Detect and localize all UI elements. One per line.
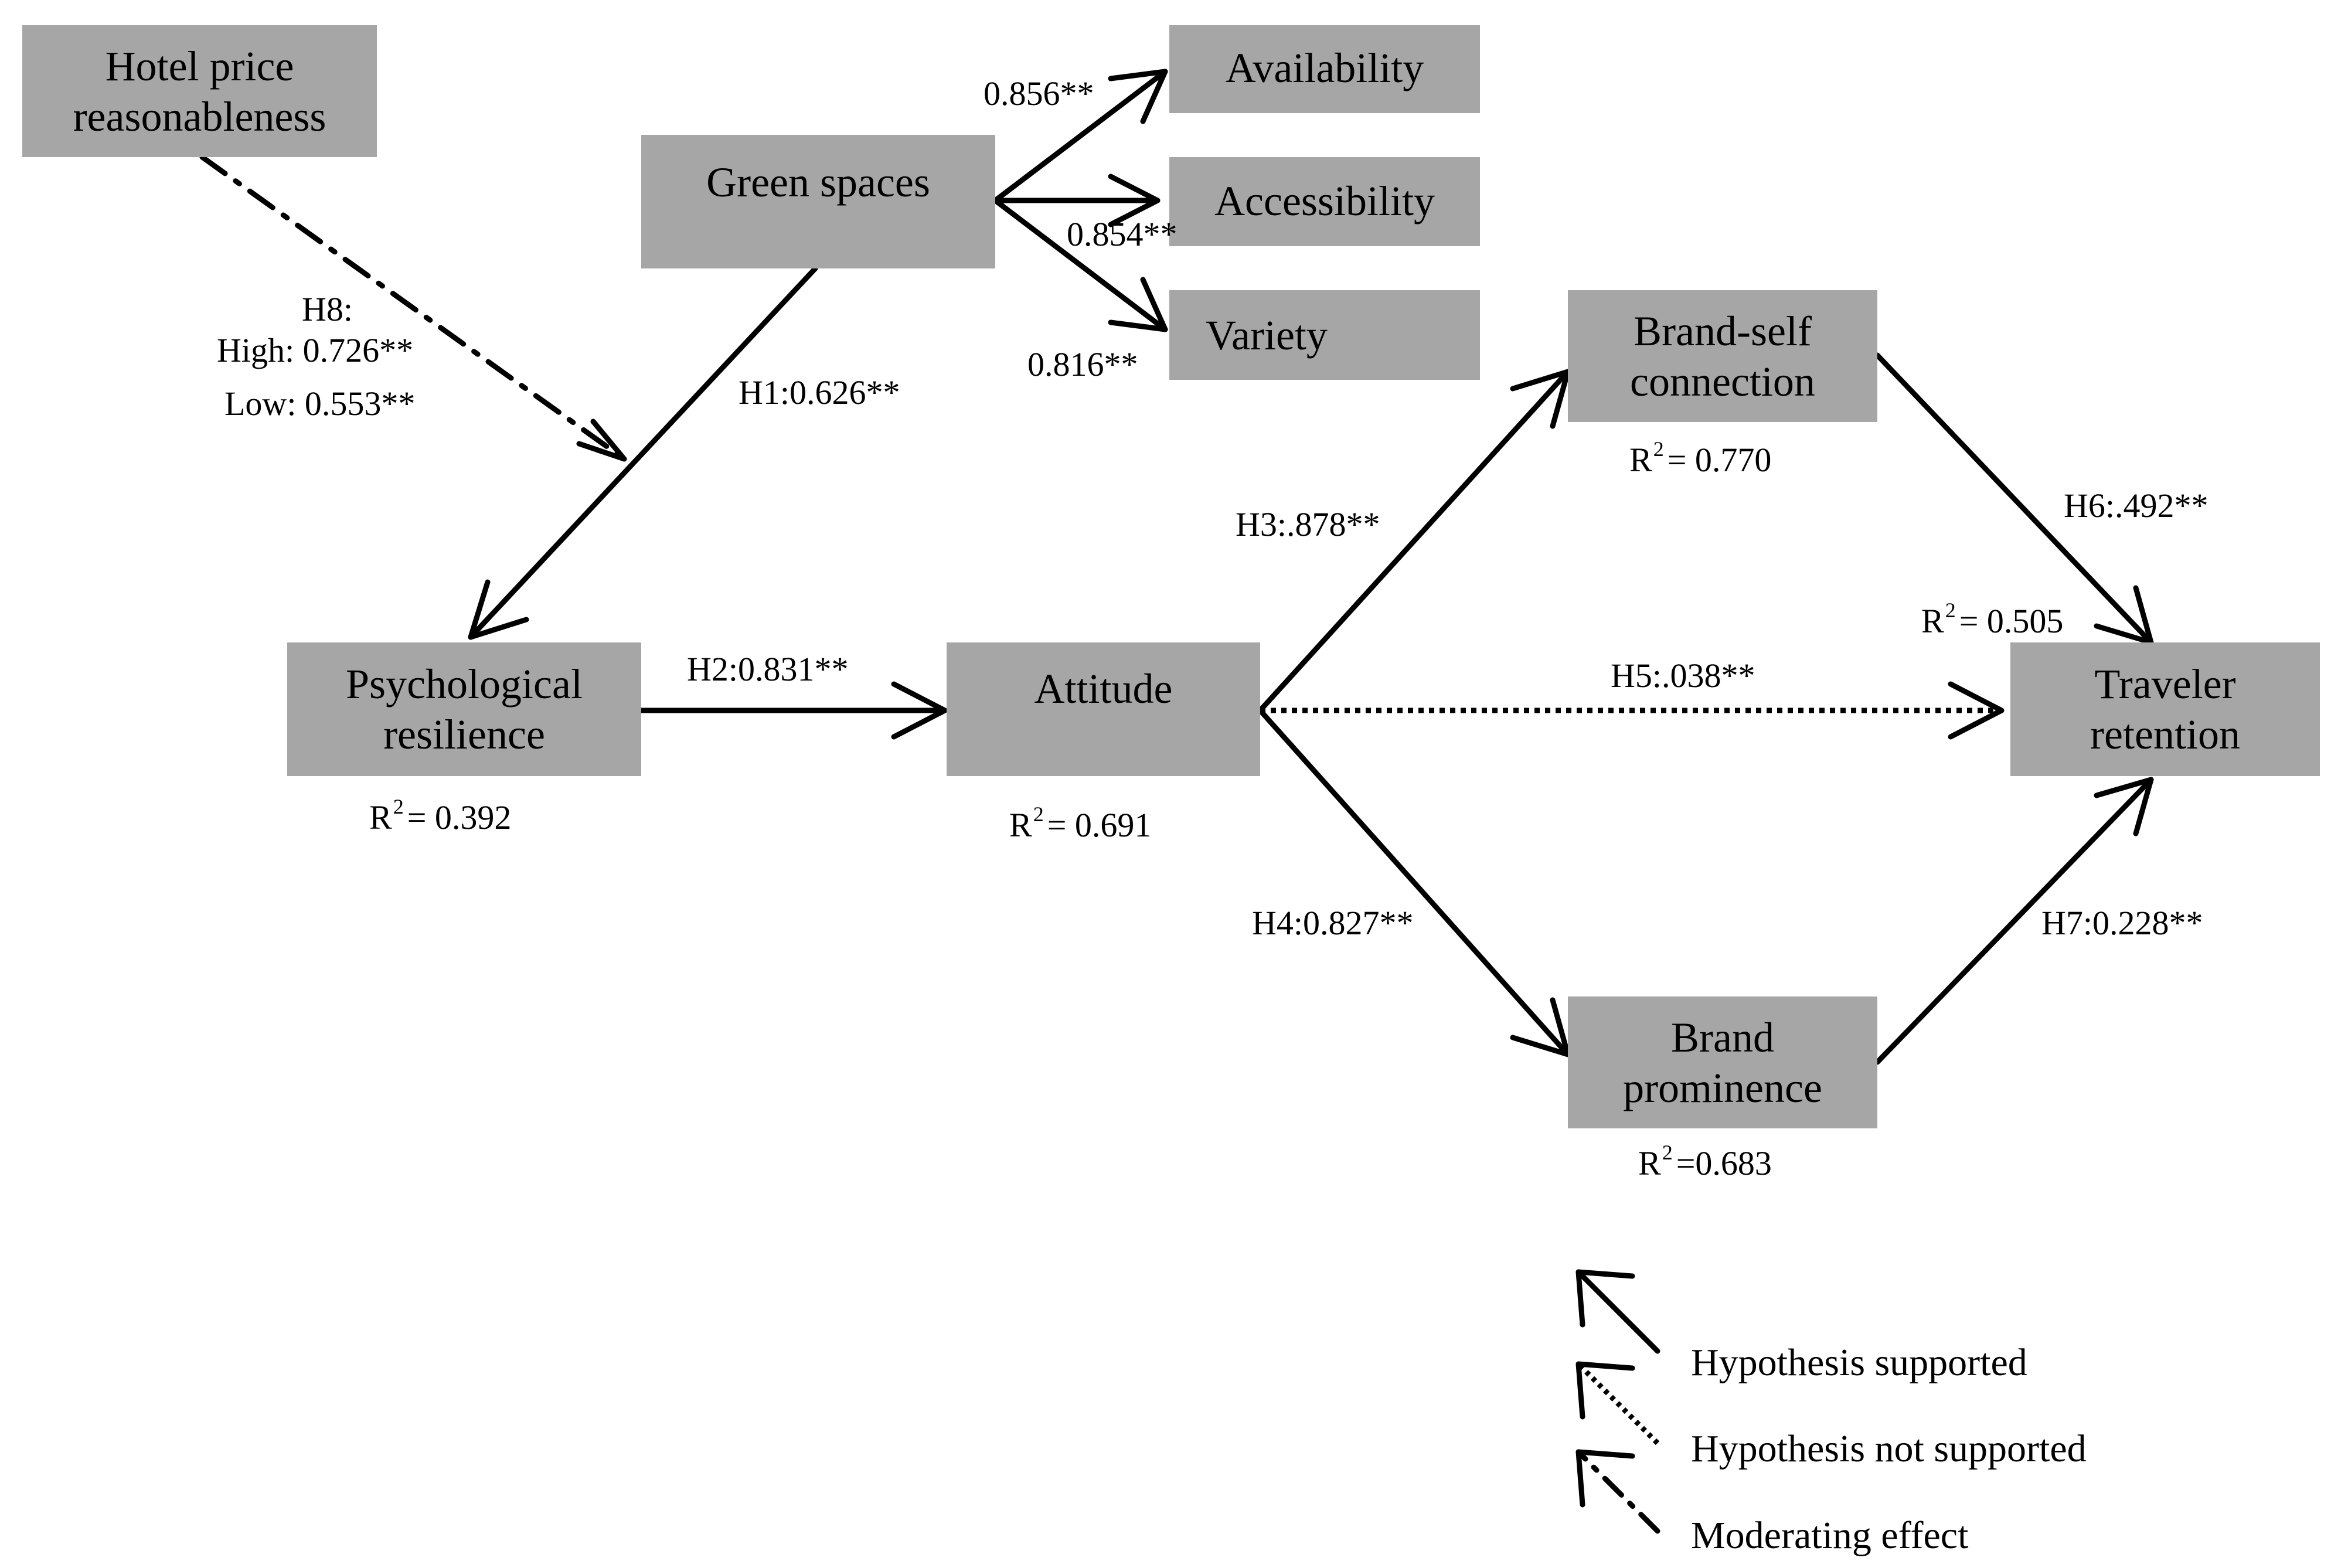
label-h3: H3:.878** — [1236, 505, 1380, 543]
r2-value: = 0.505 — [1959, 602, 2064, 640]
legend-supported-line — [1575, 1269, 1660, 1354]
availability-arrowhead — [1108, 69, 1168, 124]
availability-path — [992, 69, 1168, 203]
legend-not-supported-label: Hypothesis not supported — [1691, 1427, 2087, 1470]
label-loading-variety: 0.816** — [1027, 345, 1138, 383]
label-h8-title: H8: — [302, 290, 353, 328]
node-attitude-label: Attitude — [1034, 665, 1173, 712]
r2-value: = 0.691 — [1047, 806, 1152, 844]
label-h8-high: High: 0.726** — [217, 331, 414, 369]
label-h7: H7:0.228** — [2041, 904, 2203, 942]
node-brand-self-line1: Brand-self — [1634, 307, 1812, 355]
legend-supported-arrowhead — [1575, 1269, 1635, 1328]
h8-arrowhead — [576, 419, 627, 462]
node-variety: Variety — [1169, 290, 1480, 380]
h8-moderating-path — [199, 154, 627, 462]
node-traveler-line2: retention — [2090, 711, 2240, 758]
legend-supported-label: Hypothesis supported — [1691, 1341, 2027, 1384]
node-hotel-price-line1: Hotel price — [105, 42, 294, 90]
node-brand-prominence-line2: prominence — [1623, 1064, 1822, 1111]
h6-path — [1874, 352, 2154, 645]
label-loading-availability: 0.856** — [984, 74, 1094, 113]
node-brand-self-line2: connection — [1630, 358, 1815, 405]
label-h2: H2:0.831** — [687, 650, 849, 688]
h7-path — [1874, 777, 2154, 1065]
node-green-spaces-label: Green spaces — [706, 159, 930, 206]
node-psych-line2: resilience — [383, 711, 545, 758]
r2-prefix: R — [1638, 1144, 1661, 1182]
h3-path — [1257, 369, 1571, 713]
legend-moderating-arrowhead — [1575, 1449, 1635, 1508]
node-traveler-line1: Traveler — [2094, 661, 2236, 708]
h4-path — [1257, 708, 1571, 1057]
r2-brand-prominence: R2=0.683 — [1638, 1141, 1772, 1188]
h5-arrowhead — [1948, 681, 2005, 740]
h6-arrowhead — [2094, 585, 2154, 645]
r2-traveler-retention: R2= 0.505 — [1921, 598, 2064, 646]
variety-arrowhead — [1108, 277, 1168, 332]
node-variety-label: Variety — [1206, 312, 1328, 359]
node-psych-line1: Psychological — [346, 661, 583, 708]
h3-arrowhead — [1510, 369, 1571, 429]
label-loading-accessibility: 0.854** — [1067, 215, 1178, 253]
h7-arrowhead — [2094, 777, 2154, 836]
r2-brand-self-connection: R2= 0.770 — [1629, 437, 1772, 485]
h4-arrowhead — [1510, 997, 1571, 1057]
label-h6: H6:.492** — [2064, 487, 2209, 525]
r2-attitude: R2= 0.691 — [1009, 802, 1152, 850]
r2-superscript: 2 — [393, 795, 404, 818]
r2-value: =0.683 — [1676, 1144, 1772, 1182]
node-brand-prominence-line1: Brand — [1671, 1013, 1774, 1061]
h2-arrowhead — [891, 681, 948, 740]
label-h8-low: Low: 0.553** — [224, 385, 416, 423]
h1-arrowhead — [468, 579, 529, 640]
r2-superscript: 2 — [1033, 802, 1044, 826]
legend-not-supported-line — [1576, 1362, 1660, 1445]
node-accessibility: Accessibility — [1169, 157, 1480, 246]
variety-path — [992, 198, 1168, 332]
legend-moderating-line — [1575, 1449, 1660, 1534]
r2-value: = 0.392 — [407, 798, 512, 836]
r2-psychological-resilience: R2= 0.392 — [369, 795, 512, 842]
node-green-spaces: Green spaces — [641, 135, 995, 268]
legend-not-supported-arrowhead — [1575, 1361, 1635, 1420]
r2-prefix: R — [1921, 602, 1944, 640]
r2-prefix: R — [1629, 441, 1652, 479]
r2-superscript: 2 — [1653, 437, 1664, 461]
node-hotel-price-line2: reasonableness — [73, 93, 326, 140]
accessibility-arrowhead — [1108, 174, 1161, 227]
r2-value: = 0.770 — [1667, 441, 1772, 479]
h1-path — [468, 266, 818, 640]
label-h5: H5:.038** — [1611, 657, 1755, 695]
r2-superscript: 2 — [1945, 598, 1956, 622]
node-availability: Availability — [1169, 25, 1480, 113]
r2-prefix: R — [369, 798, 392, 836]
legend-moderating-label: Moderating effect — [1691, 1514, 1969, 1557]
node-attitude: Attitude — [947, 642, 1260, 776]
r2-superscript: 2 — [1662, 1141, 1673, 1164]
label-h4: H4:0.827** — [1252, 904, 1414, 942]
label-h1: H1:0.626** — [739, 373, 900, 411]
node-accessibility-label: Accessibility — [1214, 178, 1435, 225]
r2-prefix: R — [1009, 806, 1032, 844]
node-availability-label: Availability — [1225, 45, 1424, 91]
